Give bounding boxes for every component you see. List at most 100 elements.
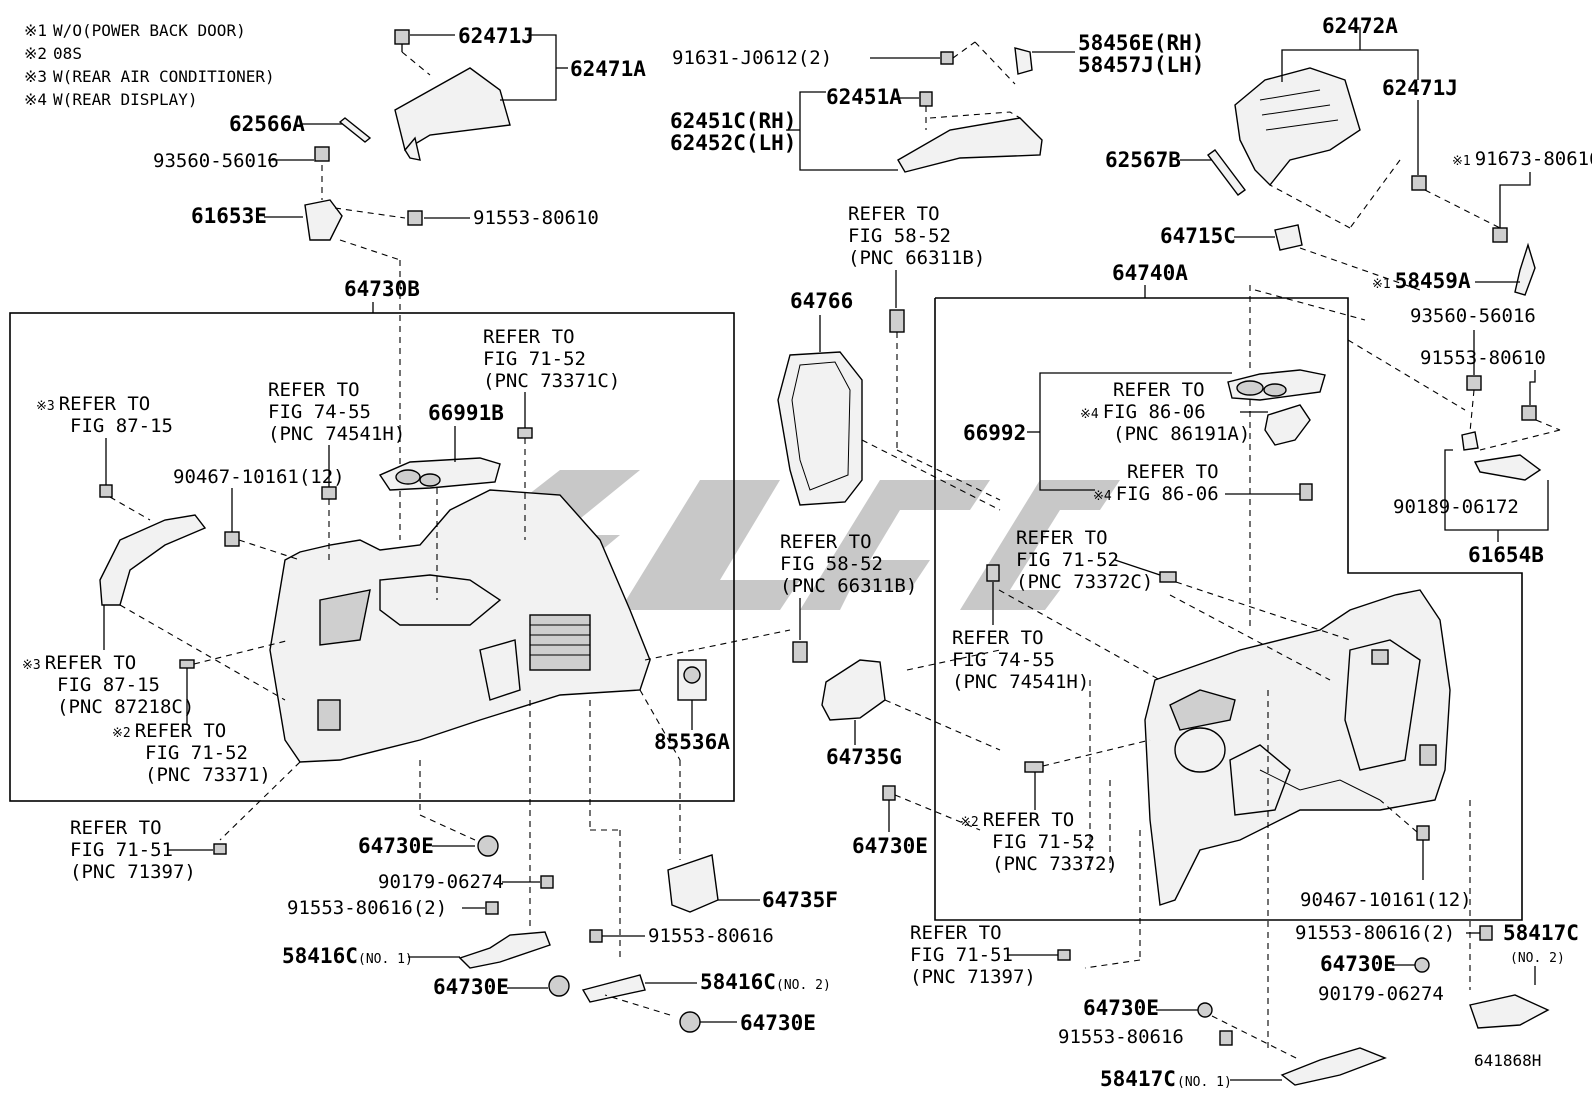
note-text: W(REAR DISPLAY)	[53, 90, 198, 109]
label-64730E: 64730E	[433, 975, 509, 999]
label-58456E: 58456E(RH)	[1078, 31, 1204, 55]
ref-block: REFER TO FIG 74-55 (PNC 74541H)	[952, 627, 1089, 693]
label-62471A: 62471A	[570, 57, 646, 81]
svg-text:※3W(REAR AIR CONDITIONER): ※3 W(REAR AIR CONDITIONER)	[24, 67, 275, 86]
svg-text:(PNC 71397): (PNC 71397)	[70, 861, 196, 883]
ref-block: REFER TO FIG 71-51 (PNC 71397)	[910, 922, 1036, 988]
label-62452C: 62452C(LH)	[670, 131, 796, 155]
upper-left-parts	[304, 29, 511, 241]
part-64766-shape	[777, 351, 863, 506]
svg-text:※4W(REAR DISPLAY): ※4 W(REAR DISPLAY)	[24, 90, 198, 109]
note-mark: ※1	[1372, 277, 1391, 292]
label-64735F: 64735F	[762, 888, 838, 912]
note-text: 08S	[53, 44, 82, 63]
part-58416C-no1-shape	[458, 931, 551, 969]
svg-text:REFER TO: REFER TO	[483, 326, 575, 348]
label-91553-80616-2: 91553-80616(2)	[287, 897, 447, 919]
part-58417C-no1-shape	[1280, 1047, 1387, 1086]
svg-text:FIG 74-55: FIG 74-55	[268, 401, 371, 423]
svg-text:REFER TO: REFER TO	[780, 531, 872, 553]
ref-block: REFER TO FIG 71-52 (PNC 73372C)	[1016, 527, 1153, 593]
svg-text:(PNC 73372C): (PNC 73372C)	[1016, 571, 1153, 593]
label-91553-80610: 91553-80610	[1420, 347, 1546, 369]
label-66991B: 66991B	[428, 401, 504, 425]
label-66992: 66992	[963, 421, 1026, 445]
label-64740A: 64740A	[1112, 261, 1188, 285]
label-90179-06274: 90179-06274	[378, 871, 504, 893]
label-85536A: 85536A	[654, 730, 730, 754]
label-91553-80616: 91553-80616	[1058, 1026, 1184, 1048]
svg-text:(PNC 73372): (PNC 73372)	[992, 853, 1118, 875]
note-mark: ※4	[24, 90, 47, 109]
label-64730E: 64730E	[1320, 952, 1396, 976]
note-text: W/O(POWER BACK DOOR)	[53, 21, 246, 40]
note-mark: ※3	[24, 67, 47, 86]
part-58417C-no2-shape	[1469, 994, 1550, 1029]
label-58457J: 58457J(LH)	[1078, 53, 1204, 77]
svg-text:REFER TO: REFER TO	[1127, 461, 1219, 483]
quarter-trim-panel	[269, 489, 651, 763]
label-91673-80616: 91673-80616	[1475, 148, 1592, 170]
note-text: W(REAR AIR CONDITIONER)	[53, 67, 275, 86]
label-64766: 64766	[790, 289, 853, 313]
svg-text:REFER TO: REFER TO	[1113, 379, 1205, 401]
svg-text:(PNC 87218C): (PNC 87218C)	[57, 696, 194, 718]
svg-text:(PNC 73371C): (PNC 73371C)	[483, 370, 620, 392]
svg-text:FIG 74-55: FIG 74-55	[952, 649, 1055, 671]
label-90467-10161: 90467-10161(12)	[1300, 889, 1472, 911]
ref-block: REFER TO FIG 58-52 (PNC 66311B)	[848, 203, 985, 269]
svg-text:(PNC 74541H): (PNC 74541H)	[952, 671, 1089, 693]
label-58417C: 58417C	[1100, 1067, 1176, 1091]
svg-text:FIG 58-52: FIG 58-52	[780, 553, 883, 575]
svg-text:FIG 71-51: FIG 71-51	[70, 839, 173, 861]
ref-block: REFER TO FIG 74-55 (PNC 74541H)	[268, 379, 405, 445]
svg-text:FIG 58-52: FIG 58-52	[848, 225, 951, 247]
svg-text:(PNC 74541H): (PNC 74541H)	[268, 423, 405, 445]
svg-text:(PNC 66311B): (PNC 66311B)	[848, 247, 985, 269]
svg-text:FIG 71-52: FIG 71-52	[1016, 549, 1119, 571]
ref-block: REFER TO FIG 58-52 (PNC 66311B)	[780, 531, 917, 597]
label-90189-06172: 90189-06172	[1393, 496, 1519, 518]
left-assembly-frame	[9, 312, 735, 802]
label-64730E: 64730E	[358, 834, 434, 858]
label-62451A: 62451A	[826, 85, 902, 109]
note-mark: ※2	[24, 44, 47, 63]
left-quarter-trim	[99, 427, 707, 763]
label-91631-J0612: 91631-J0612(2)	[672, 47, 832, 69]
svg-text:REFER TO: REFER TO	[1016, 527, 1108, 549]
svg-text:(PNC 73371): (PNC 73371)	[145, 764, 271, 786]
note-mark: ※1	[1452, 154, 1471, 169]
ref-block: REFER TO FIG 71-52 (PNC 73371C)	[483, 326, 620, 392]
label-64730E: 64730E	[1083, 996, 1159, 1020]
svg-text:FIG 71-52: FIG 71-52	[483, 348, 586, 370]
label-91553-80616-2: 91553-80616(2)	[1295, 922, 1455, 944]
label-62566A: 62566A	[229, 112, 305, 136]
duct-shape	[99, 514, 207, 606]
svg-text:FIG 71-52: FIG 71-52	[145, 742, 248, 764]
part-62471A-shape	[394, 67, 511, 152]
label-58417C: 58417C	[1503, 921, 1579, 945]
notes-block: ※1 W/O(POWER BACK DOOR) ※2 08S ※3 W(REAR AI…	[24, 21, 275, 109]
label-90179-06274: 90179-06274	[1318, 983, 1444, 1005]
note-mark: ※1	[24, 21, 47, 40]
label-58417C-suffix: (NO. 1)	[1177, 1075, 1232, 1090]
part-64735F-shape	[667, 854, 719, 913]
label-58416C: 58416C	[282, 944, 358, 968]
label-62567B: 62567B	[1105, 148, 1181, 172]
svg-text:※1W/O(POWER BACK DOOR): ※1 W/O(POWER BACK DOOR)	[24, 21, 246, 40]
label-64735G: 64735G	[826, 745, 902, 769]
label-64730E: 64730E	[852, 834, 928, 858]
label-62471J: 62471J	[458, 24, 534, 48]
